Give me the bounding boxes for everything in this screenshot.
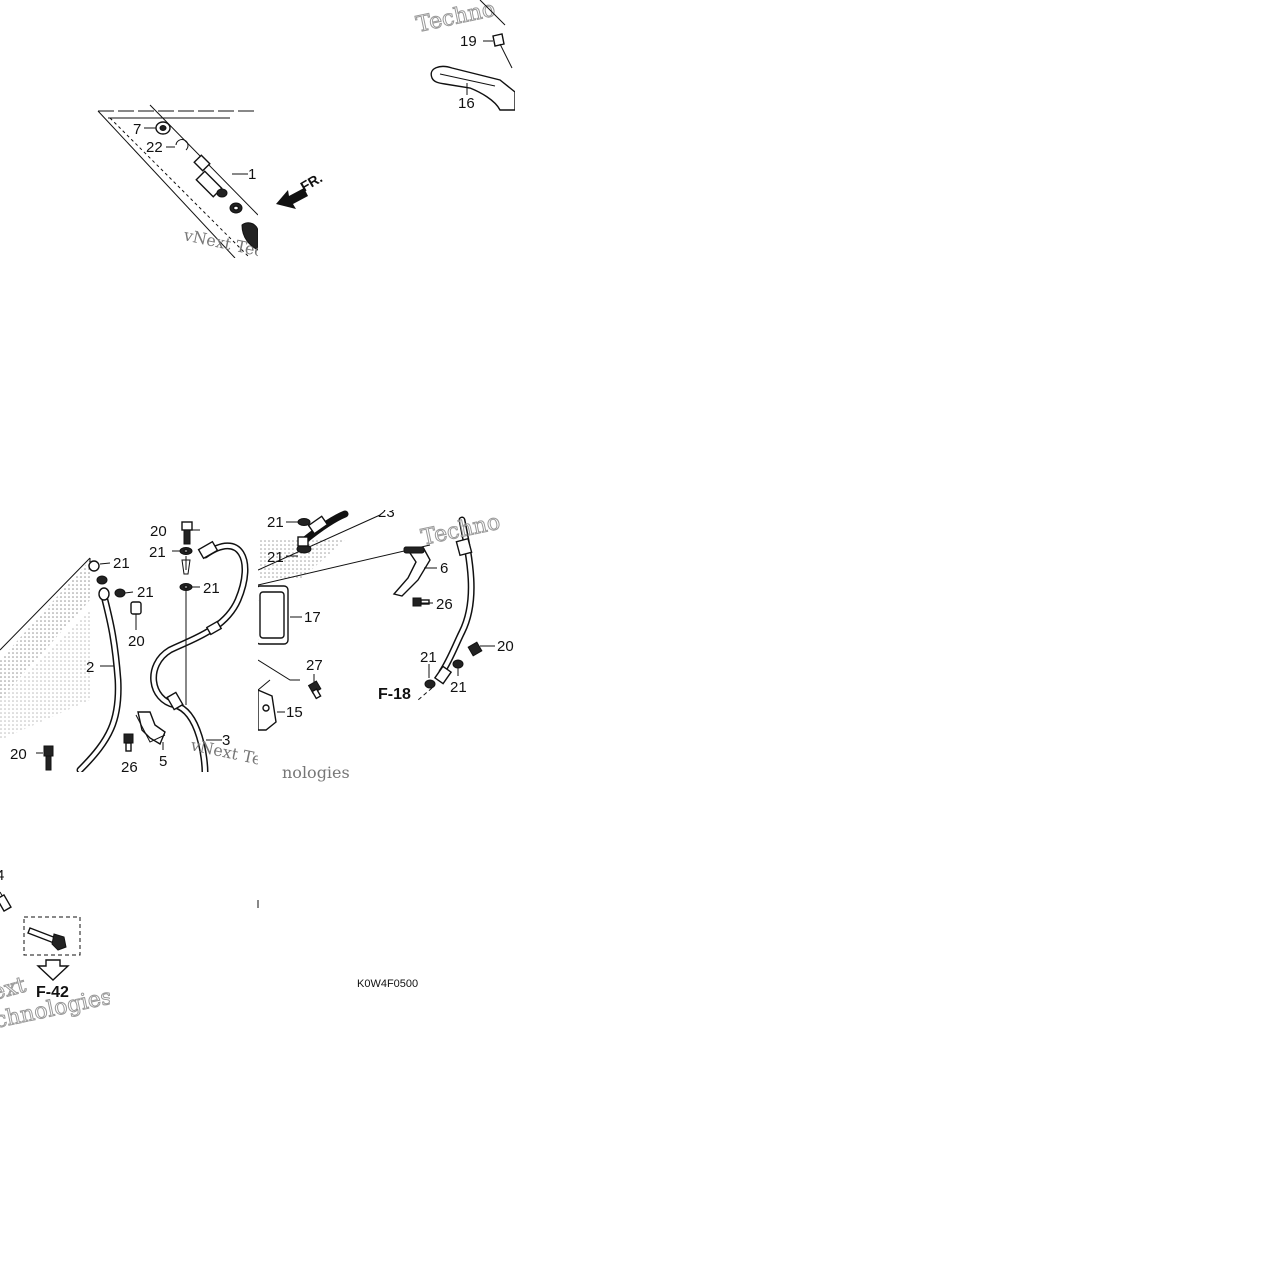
flange-bolt [27,927,67,951]
brake-hose-3 [150,540,249,772]
callout-7: 7 [133,121,141,138]
bolt-26 [123,733,134,752]
callout-15: 15 [286,704,303,721]
boot-part [155,121,171,135]
callout-5: 5 [159,753,167,770]
page-reference-f42: F-42 [36,984,69,1001]
reference-arrow [36,959,70,981]
page-reference-f18: F-18 [378,686,411,703]
callout-22: 22 [146,139,163,156]
hose-panel-left: 20 21 21 21 21 20 2 20 26 5 3 vNext Tec [0,521,258,776]
callout-21: 21 [113,555,130,572]
callout-17: 17 [304,609,321,626]
callout-2: 2 [86,659,94,676]
detail-box [23,916,81,956]
callout-20: 20 [128,633,145,650]
bracket-15 [258,689,277,731]
watermark-text: ext [0,973,29,1006]
front-direction-arrow: FR. [276,169,325,209]
callout-20: 20 [150,523,167,540]
callout-27: 27 [306,657,323,674]
lever-panel: Techno 19 16 [414,0,515,112]
callout-16: 16 [458,95,475,112]
bolt-20-small [43,601,142,771]
piston-kit-panel: 7 22 1 vNext Tec [97,104,258,258]
callout-6: 6 [440,560,448,577]
callout-21: 21 [267,549,284,566]
bolt-26 [412,597,430,607]
callout-21: 21 [450,679,467,696]
washer-21 [114,547,193,598]
upper-hose-fitting [296,510,349,554]
brake-hose-2 [76,560,122,772]
hose-panel-right: 21 23 21 17 27 15 6 26 21 20 21 F-18 Tec… [258,504,514,782]
callout-1: 1 [248,166,256,183]
callout-20: 20 [497,638,514,655]
piston-part [193,154,258,251]
callout-3: 3 [222,732,230,749]
callout-26: 26 [121,759,138,776]
stay-6 [392,546,431,597]
figure-code: K0W4F0500 [357,978,418,990]
brake-lever [430,65,515,111]
callout-21: 21 [203,580,220,597]
callout-26: 26 [436,596,453,613]
bolt-20 [181,521,193,545]
callout-21: 21 [149,544,166,561]
bolt-detail-panel: 4 F-42 ext chnologies [0,867,110,1030]
callout-20: 20 [10,746,27,763]
callout-4: 4 [0,867,4,884]
brake-hose-right [424,516,483,689]
hose-clamp-5 [135,711,166,746]
callout-23: 23 [378,504,395,521]
pivot-bolt [492,33,513,69]
callout-21: 21 [420,649,437,666]
callout-19: 19 [460,33,477,50]
watermark-text: Techno [414,0,497,38]
abs-modulator-17 [258,585,289,645]
callout-21: 21 [267,514,284,531]
callout-21: 21 [137,584,154,601]
watermark-text: nologies [282,763,350,782]
bolt-27 [307,680,322,700]
